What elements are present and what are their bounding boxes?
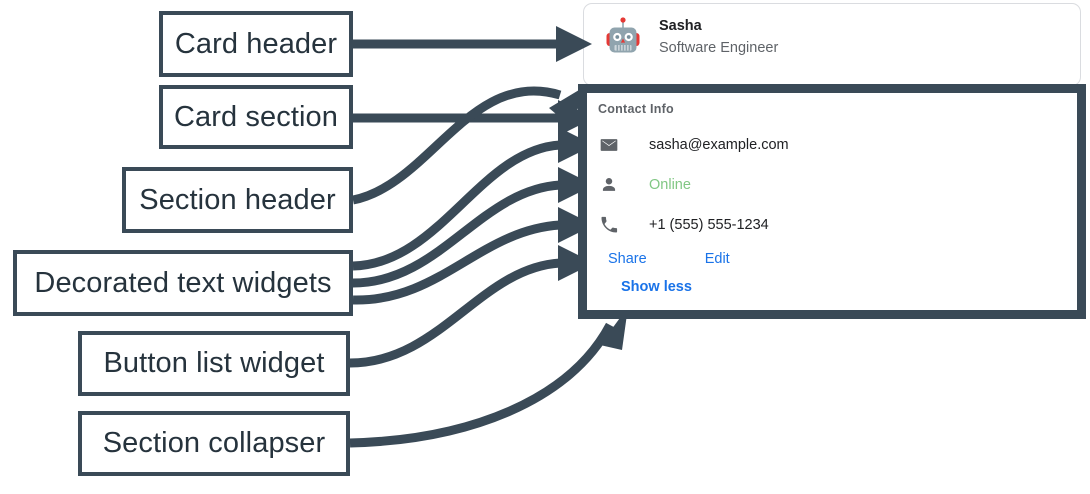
- arrow-button-list: [349, 245, 594, 368]
- decorated-text-widget-phone: +1 (555) 555-1234: [598, 213, 769, 237]
- card-section: Contact Info sasha@example.com Online: [587, 93, 1077, 310]
- share-button[interactable]: Share: [608, 251, 647, 267]
- arrow-card-header: [353, 26, 592, 62]
- arrow-decorated-text-2: [352, 167, 594, 288]
- annotation-section-collapser: Section collapser: [78, 411, 350, 476]
- annotation-label: Card section: [174, 100, 338, 133]
- card-title: Sasha: [659, 18, 702, 34]
- card-header-text: Sasha Software Engineer: [659, 16, 778, 60]
- annotation-label: Section header: [139, 183, 336, 216]
- arrow-section-collapser: [349, 307, 628, 448]
- arrow-decorated-text-1: [352, 127, 594, 271]
- card-header: Sasha Software Engineer: [601, 16, 778, 60]
- person-icon: [598, 174, 620, 196]
- annotation-label: Decorated text widgets: [34, 266, 332, 299]
- edit-button[interactable]: Edit: [704, 251, 730, 267]
- phone-icon: [598, 214, 620, 236]
- card-section-outline: [578, 84, 1086, 319]
- section-collapser-button[interactable]: Show less: [621, 279, 692, 295]
- arrow-decorated-text-3: [352, 207, 594, 305]
- decorated-text-widget-status: Online: [598, 173, 691, 197]
- section-header: Contact Info: [598, 102, 674, 116]
- annotation-section-header: Section header: [122, 167, 353, 233]
- phone-text: +1 (555) 555-1234: [649, 217, 769, 233]
- decorated-text-widget-email: sasha@example.com: [598, 133, 789, 157]
- email-text: sasha@example.com: [649, 137, 789, 153]
- robot-avatar-icon: [601, 16, 645, 60]
- annotation-card-header: Card header: [159, 11, 353, 77]
- annotation-label: Card header: [174, 27, 338, 60]
- mail-icon: [598, 134, 620, 156]
- annotation-button-list-widget: Button list widget: [78, 331, 350, 396]
- contact-card: Sasha Software Engineer: [583, 3, 1081, 86]
- annotation-decorated-text-widgets: Decorated text widgets: [13, 250, 353, 316]
- card-subtitle: Software Engineer: [659, 40, 779, 57]
- status-text: Online: [649, 177, 691, 193]
- annotation-card-section: Card section: [159, 85, 353, 149]
- annotation-label: Section collapser: [102, 427, 326, 459]
- annotation-label: Button list widget: [103, 347, 325, 379]
- button-list-widget: Share Edit: [608, 251, 730, 267]
